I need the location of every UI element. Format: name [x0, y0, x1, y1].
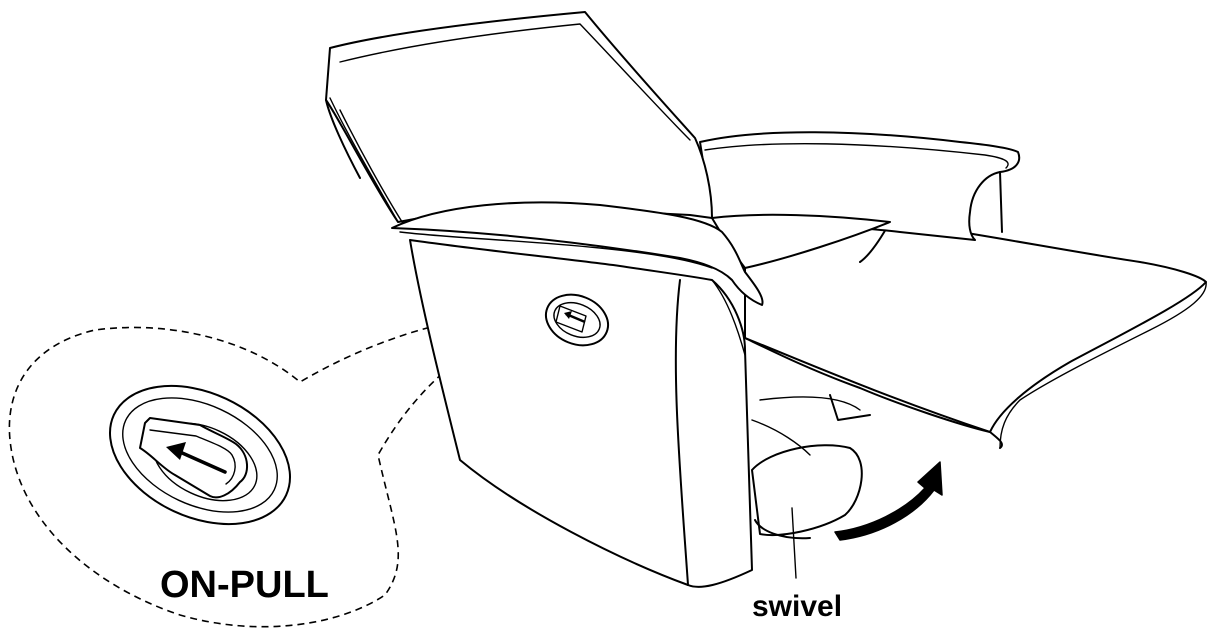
rotation-arrow-icon [834, 461, 943, 541]
left-armrest-top [391, 201, 764, 306]
callout-balloon [8, 311, 549, 628]
swivel-base [751, 394, 871, 540]
pull-handle-on-chair [544, 293, 610, 347]
swivel-label: swivel [752, 590, 842, 623]
left-side-panel [409, 239, 753, 588]
pull-handle-enlarged [109, 384, 291, 526]
pull-handle-label: ON-PULL [160, 564, 329, 606]
swivel-leader-line [791, 507, 797, 579]
footrest [744, 221, 1207, 449]
backrest [325, 11, 713, 226]
